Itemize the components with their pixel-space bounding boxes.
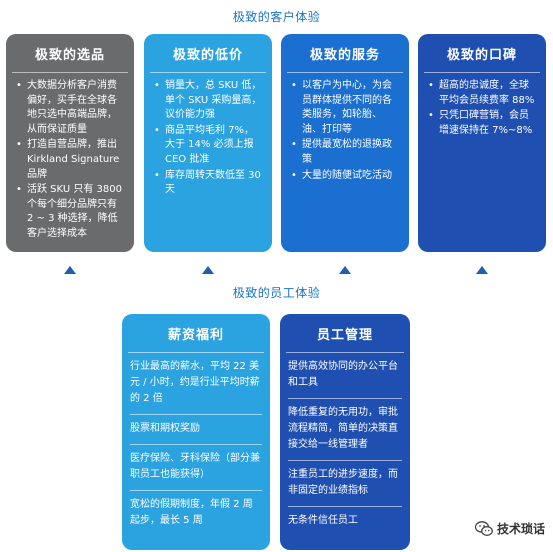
card-service: 极致的服务 以客户为中心，为会员群体提供不同的各类服务，如轮胎、油、打印等 提供… (281, 34, 409, 252)
list-item: 行业最高的薪水，平均 22 美元 / 小时，约是行业平均时薪的 2 倍 (130, 353, 262, 415)
card-title: 极致的口碑 (446, 47, 517, 63)
card-divider (286, 352, 404, 353)
list-item: 提供最宽松的退换政策 (291, 138, 401, 167)
card-title: 极致的低价 (172, 47, 243, 63)
triangle-up-icon (64, 266, 76, 274)
list-item: 商品平均毛利 7%，大于 14% 必须上报 CEO 批准 (154, 124, 264, 168)
card-management: 员工管理 提供高效协同的办公平台和工具 降低重复的无用功，审批流程精简，简单的决… (280, 314, 410, 550)
card-body: 销量大，总 SKU 低，单个 SKU 采购量高，议价能力强 商品平均毛利 7%，… (144, 73, 272, 198)
list-item: 销量大，总 SKU 低，单个 SKU 采购量高，议价能力强 (154, 79, 264, 123)
list-item: 大数据分析客户消费偏好，买手在全球各地只选中高端品牌，从而保证质量 (16, 79, 126, 137)
card-divider (150, 72, 266, 73)
card-body: 行业最高的薪水，平均 22 美元 / 小时，约是行业平均时薪的 2 倍 股票和期… (122, 353, 270, 536)
list-item: 注重员工的进步速度，而非固定的业绩指标 (288, 461, 402, 507)
card-title: 薪资福利 (167, 327, 224, 343)
triangle-up-icon (202, 266, 214, 274)
list-item: 提供高效协同的办公平台和工具 (288, 353, 402, 399)
list-item: 以客户为中心，为会员群体提供不同的各类服务，如轮胎、油、打印等 (291, 79, 401, 137)
card-body: 提供高效协同的办公平台和工具 降低重复的无用功，审批流程精简，简单的决策直接交给… (280, 353, 410, 536)
card-selection: 极致的选品 大数据分析客户消费偏好，买手在全球各地只选中高端品牌，从而保证质量 … (6, 34, 134, 252)
list-item: 超高的忠诚度，全球平均会员续费率 88% (428, 79, 538, 108)
card-low-price: 极致的低价 销量大，总 SKU 低，单个 SKU 采购量高，议价能力强 商品平均… (144, 34, 272, 252)
card-body: 以客户为中心，为会员群体提供不同的各类服务，如轮胎、油、打印等 提供最宽松的退换… (281, 73, 409, 183)
list-item: 股票和期权奖励 (130, 415, 262, 445)
card-divider (424, 72, 540, 73)
triangle-up-icon (476, 266, 488, 274)
list-item: 宽松的假期制度，年假 2 周起步，最长 5 周 (130, 499, 253, 526)
list-item: 无条件信任员工 (288, 515, 358, 526)
employee-section-title: 极致的员工体验 (232, 286, 321, 300)
watermark-text: 技术琐话 (496, 522, 545, 536)
card-body: 超高的忠诚度，全球平均会员续费率 88% 只凭口碑营销，会员增速保持在 7%~8… (418, 73, 546, 138)
list-item: 活跃 SKU 只有 3800个每个细分品牌只有 2 ~ 3 种选择，降低客户选择… (16, 183, 126, 241)
list-item: 医疗保险、牙科保险（部分兼职员工也能获得） (130, 445, 262, 491)
card-title: 极致的选品 (34, 47, 105, 63)
watermark: 技术琐话 (474, 520, 545, 537)
list-item: 大量的随便试吃活动 (291, 169, 401, 184)
card-divider (128, 352, 264, 353)
wechat-icon (474, 520, 493, 536)
card-compensation: 薪资福利 行业最高的薪水，平均 22 美元 / 小时，约是行业平均时薪的 2 倍… (122, 314, 270, 550)
card-reputation: 极致的口碑 超高的忠诚度，全球平均会员续费率 88% 只凭口碑营销，会员增速保持… (418, 34, 546, 252)
card-body: 大数据分析客户消费偏好，买手在全球各地只选中高端品牌，从而保证质量 打造自营品牌… (6, 73, 134, 242)
list-item: 打造自营品牌，推出Kirkland Signature品牌 (16, 138, 126, 182)
list-item: 降低重复的无用功，审批流程精简，简单的决策直接交给一线管理者 (288, 399, 402, 461)
customer-section-title: 极致的客户体验 (232, 10, 321, 24)
card-divider (12, 72, 128, 73)
card-title: 极致的服务 (309, 47, 380, 63)
list-item: 只凭口碑营销，会员增速保持在 7%~8% (428, 109, 538, 138)
triangle-up-icon (339, 266, 351, 274)
card-title: 员工管理 (316, 327, 373, 343)
card-divider (287, 72, 403, 73)
list-item: 库存周转天数低至 30 天 (154, 169, 264, 198)
